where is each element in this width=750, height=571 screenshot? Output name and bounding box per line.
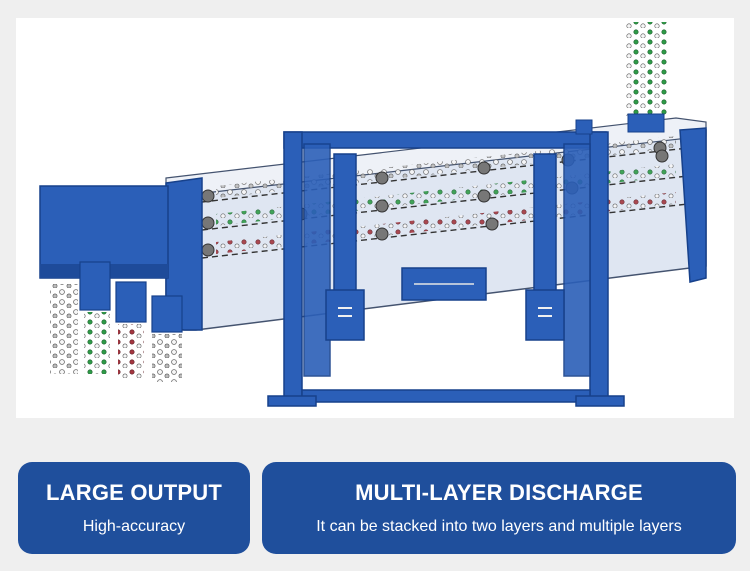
particles-layer-1 xyxy=(216,136,676,198)
feature-title: LARGE OUTPUT xyxy=(46,480,222,505)
feature-title: MULTI-LAYER DISCHARGE xyxy=(355,480,643,505)
inlet-particle-stream xyxy=(626,22,668,116)
machine-illustration xyxy=(16,18,734,418)
suspension-columns xyxy=(325,153,565,341)
screen-layer-2 xyxy=(201,175,689,231)
output-stream-4 xyxy=(152,334,182,382)
output-stream-1 xyxy=(50,284,78,374)
feature-card-large-output: LARGE OUTPUT High-accuracy xyxy=(18,462,250,554)
feature-subtitle: It can be stacked into two layers and mu… xyxy=(316,518,682,535)
feature-subtitle: High-accuracy xyxy=(82,518,186,535)
right-side-plate xyxy=(679,127,707,283)
outlet-1 xyxy=(79,261,111,311)
sieve-machine-icon xyxy=(39,22,707,407)
feature-card-multi-layer: MULTI-LAYER DISCHARGE It can be stacked … xyxy=(262,462,736,554)
outlet-2 xyxy=(115,281,147,323)
output-stream-3 xyxy=(118,324,144,378)
outlet-3 xyxy=(151,295,183,333)
inlet-box xyxy=(627,113,665,133)
particles-layer-2 xyxy=(216,164,676,226)
spring-detail xyxy=(338,307,552,317)
particles-layer-3 xyxy=(216,192,676,254)
output-stream-2 xyxy=(84,312,110,374)
support-frame xyxy=(267,131,625,407)
screen-layer-1 xyxy=(201,147,689,203)
screen-layer-3 xyxy=(201,203,689,259)
drive-box xyxy=(575,119,593,135)
